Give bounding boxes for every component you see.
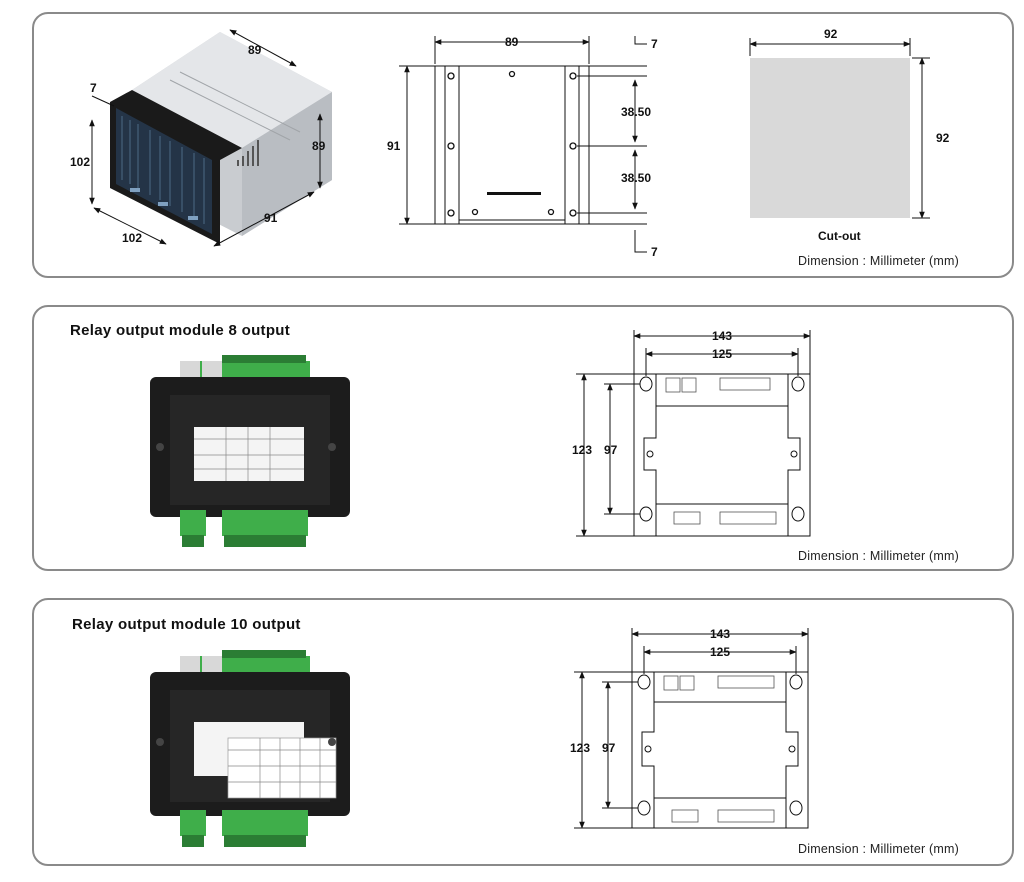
bracket-dim-height: 91 bbox=[387, 139, 401, 153]
relay-10-dimension-drawing: 143 125 123 97 bbox=[570, 627, 809, 829]
dim-outer-width: 143 bbox=[712, 329, 732, 343]
cutout-label: Cut-out bbox=[818, 229, 861, 243]
dimension-note: Dimension : Millimeter (mm) bbox=[798, 254, 959, 268]
iso-dim-side-height: 89 bbox=[312, 139, 326, 153]
relay-module-photo bbox=[150, 650, 350, 847]
iso-dim-face-width: 102 bbox=[122, 231, 142, 245]
dim-outer-height: 123 bbox=[570, 741, 590, 755]
bracket-dim-upper-spacing: 38.50 bbox=[621, 105, 651, 119]
dimension-note: Dimension : Millimeter (mm) bbox=[798, 549, 959, 563]
dim-inner-height: 97 bbox=[604, 443, 618, 457]
bracket-dim-width: 89 bbox=[505, 35, 519, 49]
cutout-drawing: 92 92 Cut-out bbox=[749, 27, 950, 243]
dim-inner-width: 125 bbox=[710, 645, 730, 659]
iso-dim-face-height: 102 bbox=[70, 155, 90, 169]
dim-outer-height: 123 bbox=[572, 443, 592, 457]
iso-dim-top-width: 89 bbox=[248, 43, 262, 57]
dimension-note: Dimension : Millimeter (mm) bbox=[798, 842, 959, 856]
iso-dim-front-depth: 7 bbox=[90, 81, 97, 95]
bracket-dim-bottom-offset: 7 bbox=[651, 245, 658, 259]
bracket-dim-top-offset: 7 bbox=[651, 37, 658, 51]
dim-inner-width: 125 bbox=[712, 347, 732, 361]
panel-title: Relay output module 8 output bbox=[70, 322, 291, 339]
cutout-dim-width: 92 bbox=[824, 27, 838, 41]
panel-title: Relay output module 10 output bbox=[72, 616, 301, 633]
relay-module-photo bbox=[150, 355, 350, 547]
iso-dim-depth: 91 bbox=[264, 211, 278, 225]
bracket-dim-lower-spacing: 38.50 bbox=[621, 171, 651, 185]
relay-8-dimension-drawing: 143 125 123 97 bbox=[572, 329, 811, 537]
cutout-dim-height: 92 bbox=[936, 131, 950, 145]
cutout-square bbox=[750, 58, 910, 218]
meter-isometric-drawing: 7 102 102 89 89 91 bbox=[70, 29, 332, 247]
meter-bracket-drawing: 89 91 7 38.50 38.50 7 bbox=[387, 35, 658, 259]
dim-outer-width: 143 bbox=[710, 627, 730, 641]
dim-inner-height: 97 bbox=[602, 741, 616, 755]
